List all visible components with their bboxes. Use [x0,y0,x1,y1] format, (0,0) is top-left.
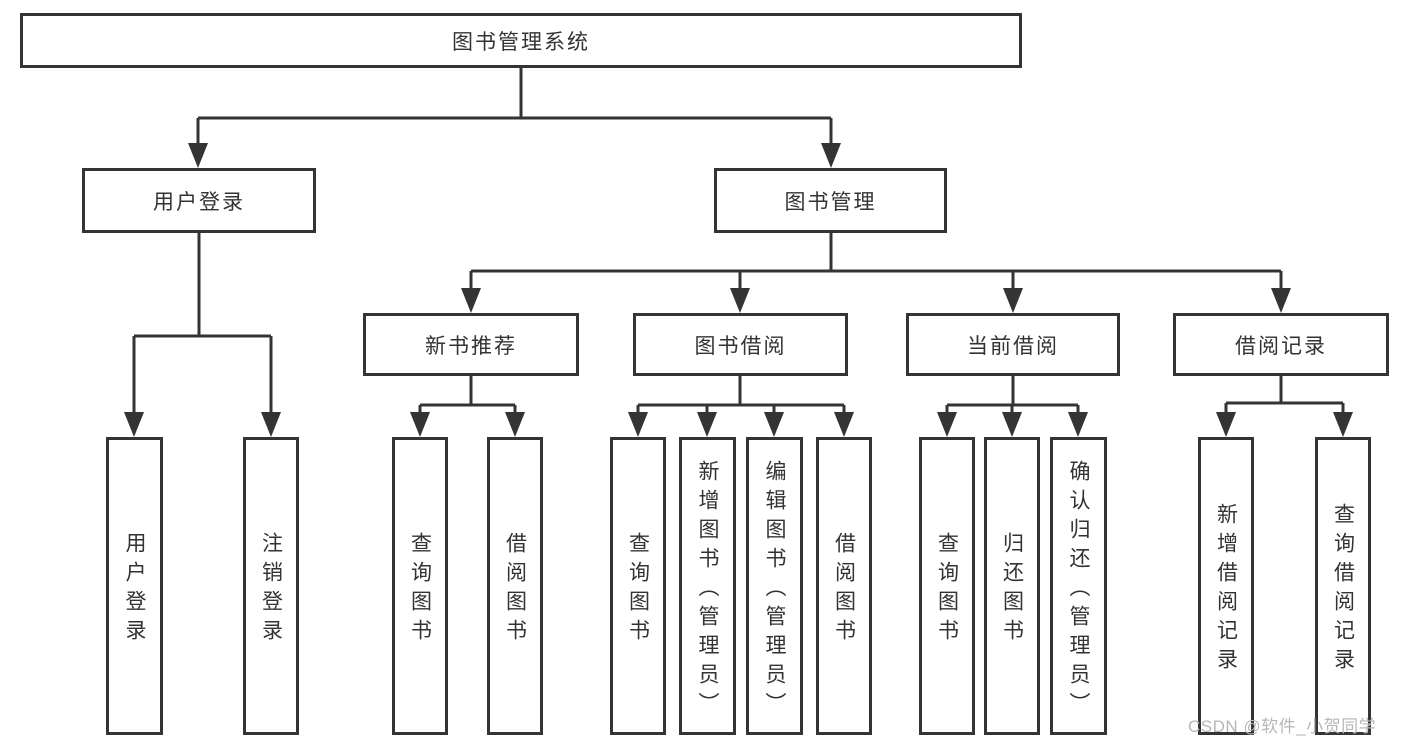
leaf-edit-books-admin-label: 编辑图书（管理员） [763,459,786,721]
leaf-query-borrow-record-label: 查询借阅记录 [1331,503,1355,677]
leaf-recommend-query-books-label: 查询图书 [408,532,432,648]
leaf-query-borrow-record: 查询借阅记录 [1315,437,1371,735]
leaf-current-query-books: 查询图书 [919,437,975,735]
leaf-add-books-admin: 新增图书（管理员） [679,437,736,735]
leaf-borrow-books: 借阅图书 [816,437,872,735]
leaf-edit-books-admin: 编辑图书（管理员） [746,437,803,735]
leaf-borrow-query-books: 查询图书 [610,437,666,735]
leaf-user-login-label: 用户登录 [123,532,146,648]
leaf-recommend-borrow-books-label: 借阅图书 [503,532,527,648]
leaf-current-query-books-label: 查询图书 [935,532,959,648]
node-borrow-records: 借阅记录 [1173,313,1389,376]
node-root-library-system: 图书管理系统 [20,13,1022,68]
leaf-logout: 注销登录 [243,437,299,735]
leaf-return-books-label: 归还图书 [1000,532,1024,648]
node-book-borrow: 图书借阅 [633,313,848,376]
leaf-add-borrow-record: 新增借阅记录 [1198,437,1254,735]
leaf-borrow-query-books-label: 查询图书 [626,532,650,648]
leaf-add-books-admin-label: 新增图书（管理员） [696,459,719,721]
csdn-watermark: CSDN @软件_小贺同学 [1188,717,1377,736]
leaf-user-login: 用户登录 [106,437,163,735]
leaf-add-borrow-record-label: 新增借阅记录 [1214,503,1238,677]
node-new-book-recommend: 新书推荐 [363,313,579,376]
leaf-borrow-books-label: 借阅图书 [832,532,856,648]
leaf-confirm-return-admin: 确认归还（管理员） [1050,437,1107,735]
leaf-recommend-query-books: 查询图书 [392,437,448,735]
leaf-logout-label: 注销登录 [259,532,283,648]
leaf-return-books: 归还图书 [984,437,1040,735]
node-current-borrow: 当前借阅 [906,313,1120,376]
leaf-recommend-borrow-books: 借阅图书 [487,437,543,735]
node-user-login: 用户登录 [82,168,316,233]
leaf-confirm-return-admin-label: 确认归还（管理员） [1067,459,1090,721]
node-book-management: 图书管理 [714,168,947,233]
